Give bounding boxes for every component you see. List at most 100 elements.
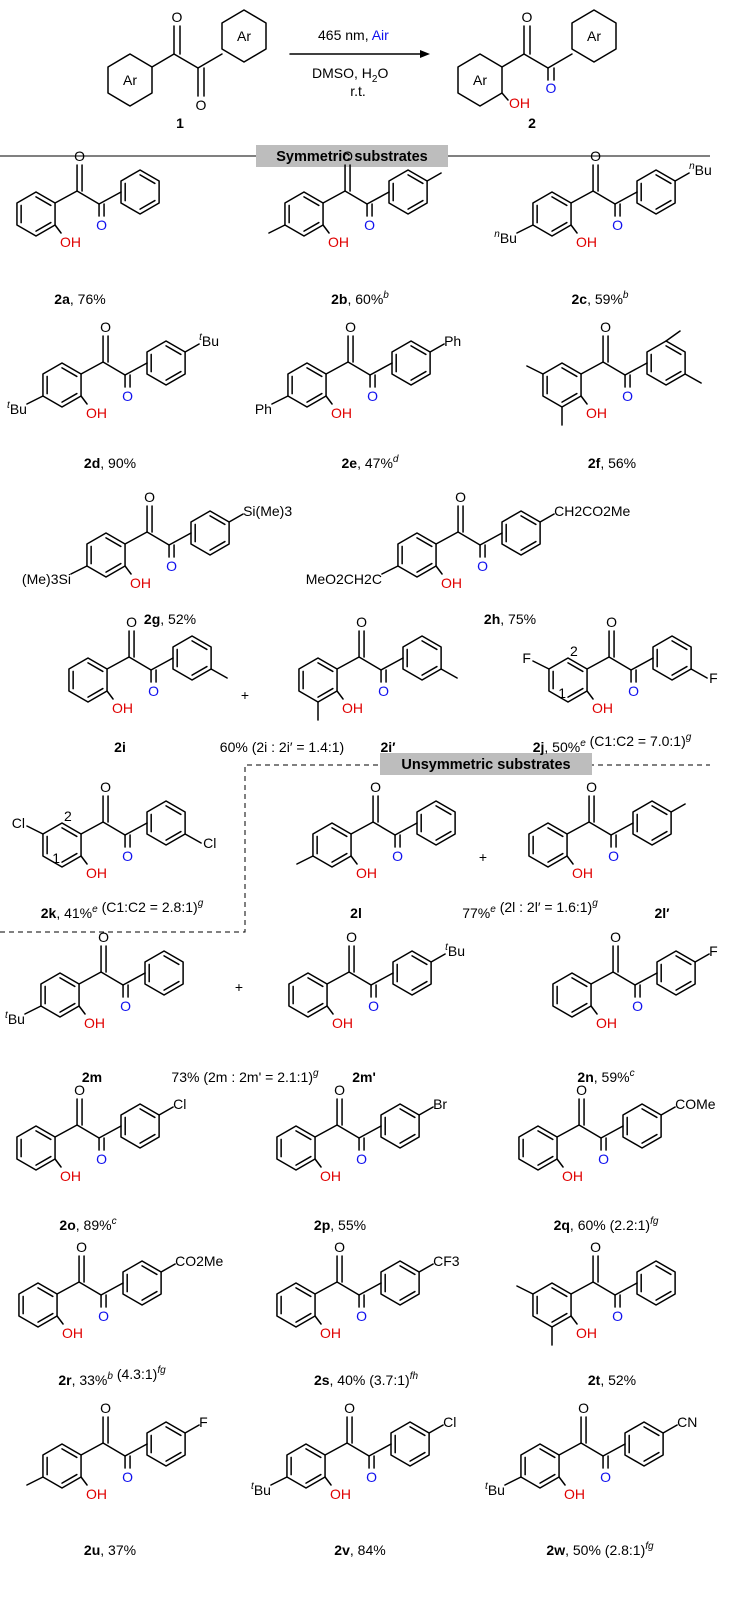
caption-2f: 2f, 56% <box>588 455 636 471</box>
blue-ketone-oxygen: O <box>148 683 159 699</box>
hydroxyl-group: OH <box>320 1325 341 1341</box>
ketone-oxygen: O <box>74 148 85 164</box>
hydroxyl-group: OH <box>342 700 363 716</box>
ketone-oxygen: O <box>606 614 617 630</box>
hydroxyl-group: OH <box>320 1168 341 1184</box>
ketone-oxygen: O <box>144 489 155 505</box>
hydroxyl-group: OH <box>564 1486 585 1502</box>
hydroxyl-group: OH <box>576 1325 597 1341</box>
blue-ketone-oxygen: O <box>612 217 623 233</box>
hydroxyl-group: OH <box>576 234 597 250</box>
hydroxyl-group: OH <box>130 575 151 591</box>
plus-sign: + <box>235 979 243 995</box>
hydroxyl-group: OH <box>86 405 107 421</box>
blue-ketone-oxygen: O <box>122 388 133 404</box>
caption-2n: 2n, 59%c <box>577 1068 634 1085</box>
blue-ketone-oxygen: O <box>632 998 643 1014</box>
caption-2l-ratio: 77%e (2l : 2l′ = 1.6:1)g <box>462 898 598 921</box>
blue-ketone-oxygen: O <box>96 1151 107 1167</box>
caption-2w: 2w, 50% (2.8:1)fg <box>546 1541 654 1558</box>
meta-substituent: Cl <box>203 835 216 851</box>
ketone-oxygen: O <box>586 779 597 795</box>
para-substituent: Si(Me)3 <box>243 503 292 519</box>
ketone-oxygen: O <box>334 1239 345 1255</box>
blue-ketone-oxygen: O <box>366 1469 377 1485</box>
para-substituent: CN <box>677 1414 697 1430</box>
caption-2a: 2a, 76% <box>54 291 105 307</box>
para-substituent: Cl <box>443 1414 456 1430</box>
blue-ketone-oxygen: O <box>477 558 488 574</box>
blue-ketone-oxygen: O <box>598 1151 609 1167</box>
ketone-oxygen: O <box>76 1239 87 1255</box>
light-condition: 465 nm, <box>318 27 372 43</box>
blue-ketone-oxygen: O <box>600 1469 611 1485</box>
compound-2o: O O OH Cl <box>16 1082 186 1184</box>
blue-ketone-oxygen: O <box>122 848 133 864</box>
ketone-oxygen: O <box>100 1400 111 1416</box>
ketone-oxygen: O <box>610 929 621 945</box>
blue-ketone-oxygen: O <box>364 217 375 233</box>
blue-ketone-oxygen: O <box>356 1308 367 1324</box>
ketone-oxygen: O <box>344 1400 355 1416</box>
ketone-oxygen: O <box>98 929 109 945</box>
para-substituent: Cl <box>173 1096 186 1112</box>
para-substituent: tBu <box>199 332 219 349</box>
caption-2v: 2v, 84% <box>334 1542 385 1558</box>
ketone-oxygen: O <box>342 148 353 164</box>
caption-2h: 2h, 75% <box>484 611 536 627</box>
ketone-oxygen: O <box>590 148 601 164</box>
ketone-oxygen: O <box>100 779 111 795</box>
ketone-oxygen: O <box>370 779 381 795</box>
aryl-label: Ar <box>123 72 137 88</box>
unsymmetric-section-title: Unsymmetric substrates <box>401 757 570 773</box>
caption-2s: 2s, 40% (3.7:1)fh <box>314 1371 419 1388</box>
plus-sign: + <box>479 849 487 865</box>
hydroxyl-group: OH <box>330 1486 351 1502</box>
caption-2d: 2d, 90% <box>84 455 136 471</box>
hydroxyl-group: OH <box>441 575 462 591</box>
hydroxyl-group: OH <box>332 1015 353 1031</box>
blue-ketone-oxygen: O <box>368 998 379 1014</box>
hydroxyl-group: OH <box>60 1168 81 1184</box>
hydroxyl-group: OH <box>562 1168 583 1184</box>
meta-substituent: F <box>522 650 531 666</box>
caption-2i-prime: 2i′ <box>380 739 396 755</box>
caption-2t: 2t, 52% <box>588 1372 636 1388</box>
meta-substituent: Cl <box>12 815 25 831</box>
hydroxyl-group: OH <box>86 1486 107 1502</box>
caption-2l: 2l <box>350 905 362 921</box>
blue-ketone-oxygen: O <box>98 1308 109 1324</box>
para-substituent: Br <box>433 1096 447 1112</box>
plus-sign: + <box>241 687 249 703</box>
position-label: 2 <box>64 808 72 824</box>
caption-2e: 2e, 47%d <box>342 454 399 471</box>
ketone-oxygen: O <box>356 614 367 630</box>
ketone-oxygen: O <box>346 929 357 945</box>
product-hydroxybenzil: O O OH Ar Ar 2 <box>457 9 617 131</box>
temperature-condition: r.t. <box>350 83 366 99</box>
caption-2j: 2j, 50%e (C1:C2 = 7.0:1)g <box>533 732 692 755</box>
ketone-oxygen: O <box>74 1082 85 1098</box>
aryl-label: Ar <box>587 28 601 44</box>
para-substituent: tBu <box>7 400 27 417</box>
para-substituent: tBu <box>5 1010 25 1027</box>
para-substituent: COMe <box>675 1096 716 1112</box>
